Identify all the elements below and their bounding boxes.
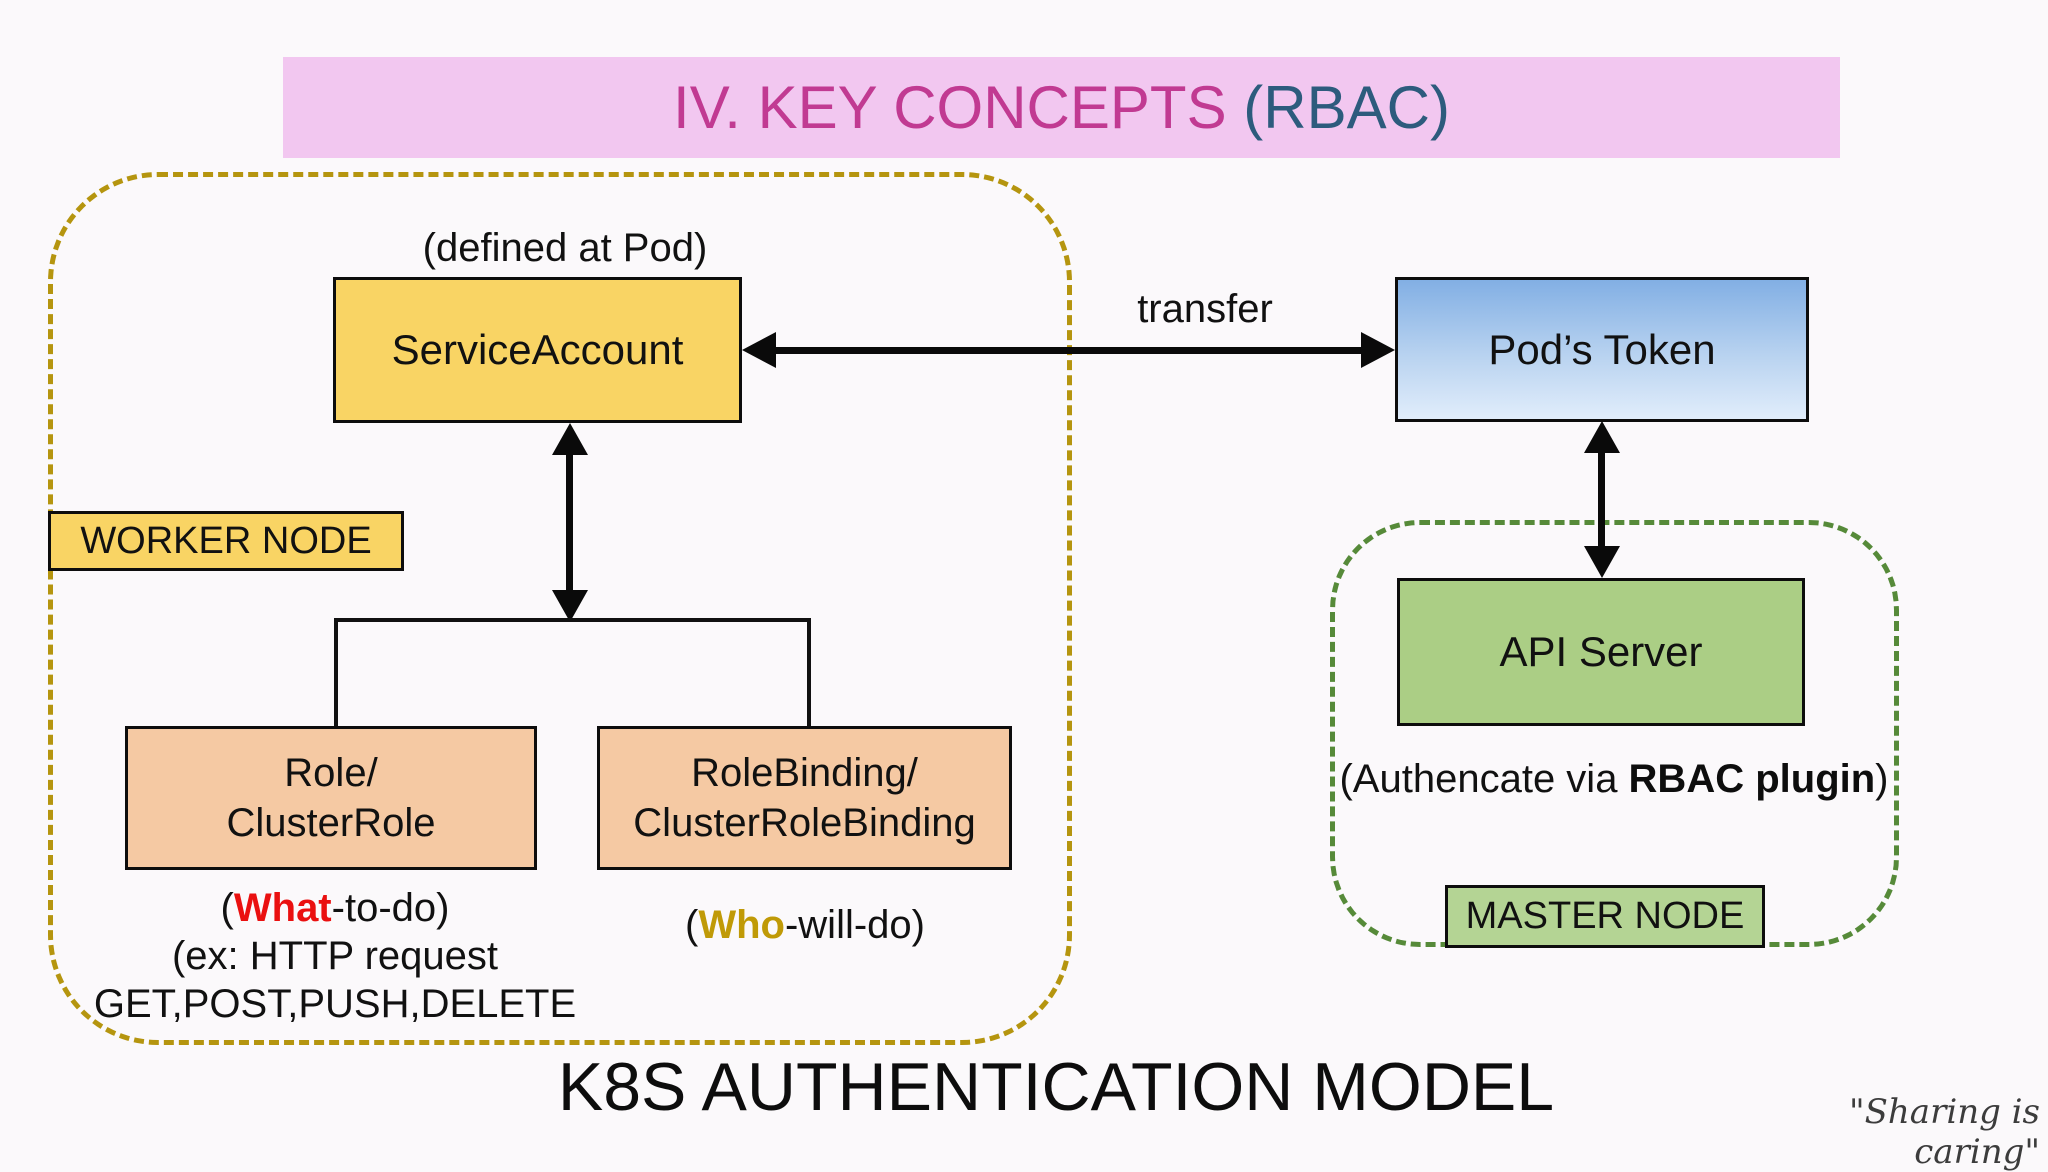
token-apiserver-arrow-shaft: [1598, 446, 1605, 552]
what-rest: -to-do): [331, 886, 450, 930]
transfer-arrow-shaft: [756, 347, 1376, 354]
who-word-highlight: Who: [698, 903, 785, 947]
token-apiserver-arrowhead-down-icon: [1584, 546, 1620, 578]
worker-node-label: WORKER NODE: [48, 511, 404, 571]
what-note: (What-to-do) (ex: HTTP request GET,POST,…: [40, 884, 630, 1028]
who-rest: -will-do): [784, 903, 925, 947]
what-example-line2: GET,POST,PUSH,DELETE: [93, 982, 577, 1026]
footer-heading: K8S AUTHENTICATION MODEL: [557, 1049, 1555, 1125]
roles-bracket-right-drop: [807, 618, 811, 726]
token-apiserver-arrowhead-up-icon: [1584, 421, 1620, 453]
what-word-highlight: What: [233, 886, 332, 930]
roles-bracket-left-drop: [334, 618, 338, 726]
role-box-line2: ClusterRole: [226, 801, 436, 845]
rolebinding-clusterrolebinding-box: RoleBinding/ ClusterRoleBinding: [597, 726, 1012, 870]
title-bar: IV. KEY CONCEPTS (RBAC): [283, 57, 1840, 158]
transfer-arrowhead-right-icon: [1361, 332, 1395, 368]
master-node-label: MASTER NODE: [1445, 885, 1765, 948]
title-text: IV. KEY CONCEPTS: [673, 74, 1244, 141]
service-account-box: ServiceAccount: [333, 277, 742, 423]
auth-note-rbac-plugin: RBAC plugin: [1628, 757, 1876, 801]
what-note-line1: (What-to-do): [40, 884, 630, 932]
authenticate-note: (Authencate via RBAC plugin): [1324, 757, 1904, 802]
roles-bracket-horizontal: [334, 618, 811, 622]
transfer-label: transfer: [1137, 287, 1273, 331]
defined-at-pod-note: (defined at Pod): [422, 226, 708, 270]
who-note: (Who-will-do): [605, 903, 1005, 948]
serviceaccount-roles-arrow-shaft: [566, 448, 573, 594]
who-open-paren: (: [685, 903, 699, 947]
transfer-arrowhead-left-icon: [742, 332, 776, 368]
binding-box-line2: ClusterRoleBinding: [633, 801, 976, 845]
binding-box-line1: RoleBinding/: [691, 751, 918, 795]
pods-token-box: Pod’s Token: [1395, 277, 1809, 422]
auth-note-prefix: (Authencate via: [1339, 757, 1629, 801]
serviceaccount-roles-arrowhead-down-icon: [552, 590, 588, 622]
signature-text: "Sharing is caring": [1848, 1092, 2040, 1172]
serviceaccount-roles-arrowhead-up-icon: [552, 423, 588, 455]
api-server-box: API Server: [1397, 578, 1805, 726]
role-box-line1: Role/: [284, 751, 378, 795]
worker-node-boundary: [48, 172, 1072, 1045]
title-rbac-text: (RBAC): [1243, 74, 1450, 141]
role-clusterrole-box: Role/ ClusterRole: [125, 726, 537, 870]
what-open-paren: (: [220, 886, 234, 930]
what-example-line1: (ex: HTTP request: [171, 934, 499, 978]
auth-note-suffix: ): [1875, 757, 1889, 801]
